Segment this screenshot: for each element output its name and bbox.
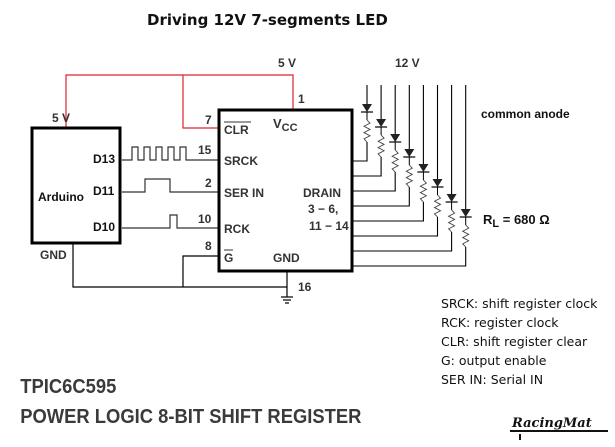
diagram-title: Driving 12V 7-segments LED <box>147 11 388 29</box>
drain-label-1: DRAIN <box>303 186 341 200</box>
pin-number-ser-in: 2 <box>205 176 212 190</box>
legend-item: SER IN: Serial IN <box>441 372 543 387</box>
ser-in-waveform <box>122 178 219 193</box>
resistor-value-label: RL = 680 Ω <box>483 212 550 230</box>
diode-icon <box>460 209 471 217</box>
arduino-label: Arduino <box>38 190 84 204</box>
pin-number-g: 8 <box>205 239 212 253</box>
common-anode-label: common anode <box>481 107 570 121</box>
pin-label-g: G <box>224 251 233 265</box>
diode-icon <box>418 164 429 172</box>
power-wires <box>65 74 294 129</box>
racingmat-logo: RacingMat <box>510 416 608 440</box>
pin-label-srck: SRCK <box>224 154 258 168</box>
resistor-icon <box>363 119 371 143</box>
arduino-supply-label: 5 V <box>52 111 70 125</box>
resistor-icon <box>377 134 386 158</box>
arduino-pin-d13: D13 <box>93 152 115 166</box>
resistor-icon <box>433 194 442 218</box>
arduino-box <box>30 126 122 245</box>
arduino-pin-d10: D10 <box>93 220 115 234</box>
drain-label-3: 11 − 14 <box>309 219 349 233</box>
ic-supply-label: 5 V <box>278 56 296 70</box>
pin-label-gnd: GND <box>273 251 300 265</box>
legend: SRCK: shift register clock RCK: register… <box>441 296 598 387</box>
drain-label-2: 3 − 6, <box>308 202 338 216</box>
pin-number-rck: 10 <box>198 212 212 226</box>
diode-icon <box>404 149 415 157</box>
drain-wire <box>352 157 382 177</box>
arduino-pin-d11: D11 <box>93 184 115 198</box>
diode-icon <box>446 194 457 202</box>
pin-number-vcc: 1 <box>298 92 305 106</box>
diode-icon <box>362 104 372 112</box>
pin-label-clr: CLR <box>224 123 249 137</box>
pin-number-srck: 15 <box>198 143 212 157</box>
ground-wires <box>72 243 293 304</box>
led-array <box>352 85 472 267</box>
logo-text: RacingMat <box>511 416 592 431</box>
legend-item: RCK: register clock <box>441 315 559 330</box>
resistor-icon <box>405 164 414 188</box>
rck-waveform <box>122 214 219 229</box>
pin-number-gnd: 16 <box>298 280 312 294</box>
resistor-icon <box>461 224 470 248</box>
pin-number-clr: 7 <box>205 113 212 127</box>
pin-label-vcc: VCC <box>273 116 298 134</box>
drain-wire <box>352 247 467 267</box>
resistor-icon <box>391 149 400 173</box>
led-supply-label: 12 V <box>395 56 420 70</box>
legend-item: SRCK: shift register clock <box>441 296 598 311</box>
pin-label-rck: RCK <box>224 222 250 236</box>
drain-wire <box>352 187 410 207</box>
legend-item: G: output enable <box>441 353 547 368</box>
diode-icon <box>376 119 387 127</box>
drain-wire <box>352 232 453 252</box>
drain-wire <box>352 202 424 222</box>
resistor-icon <box>419 179 428 203</box>
drain-wire <box>352 172 396 192</box>
srck-waveform <box>122 146 219 161</box>
diode-icon <box>432 179 443 187</box>
resistor-icon <box>447 209 456 233</box>
legend-item: CLR: shift register clear <box>441 334 588 349</box>
drain-wire <box>352 142 368 162</box>
pin-label-ser-in: SER IN <box>224 186 264 200</box>
signal-wires <box>122 146 219 229</box>
arduino-gnd-label: GND <box>40 248 67 262</box>
drain-wire <box>352 217 439 237</box>
diode-icon <box>390 134 401 142</box>
chip-description: POWER LOGIC 8-BIT SHIFT REGISTER <box>20 406 361 428</box>
chip-name: TPIC6C595 <box>20 376 116 398</box>
